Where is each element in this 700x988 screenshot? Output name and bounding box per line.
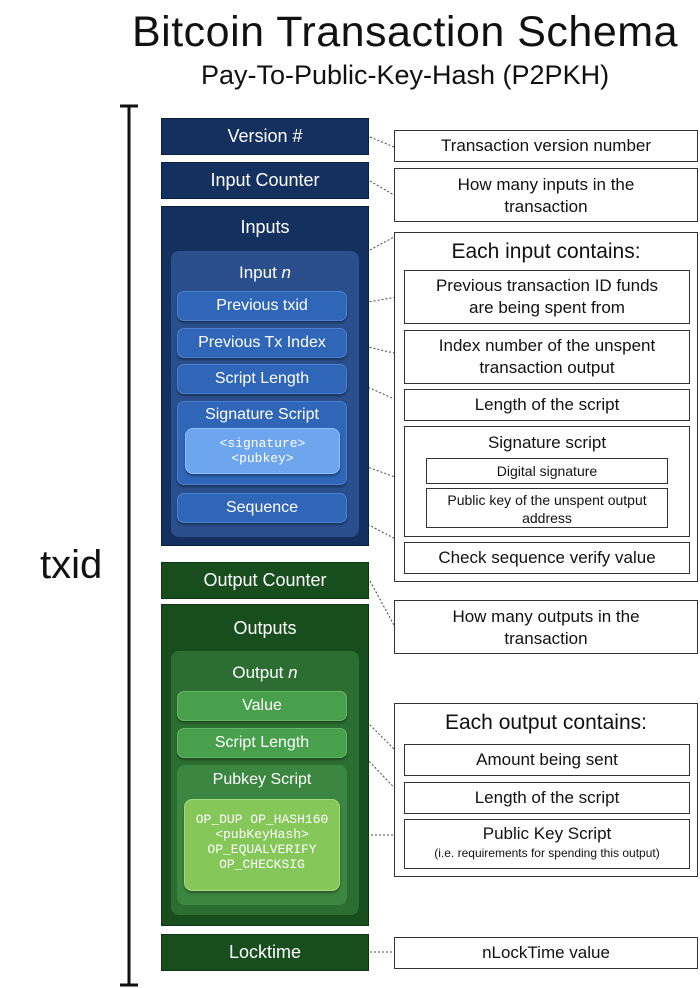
- diagram-title: Bitcoin Transaction Schema: [132, 8, 678, 56]
- input-n-group: Input n Previous txid Previous Tx Index …: [171, 251, 359, 537]
- txid-label: txid: [40, 543, 103, 587]
- pubkey-script-field: Pubkey Script OP_DUP OP_HASH160 <pubKeyH…: [177, 765, 347, 905]
- outputs-label: Outputs: [233, 618, 297, 638]
- script-line: OP_EQUALVERIFY: [207, 842, 317, 857]
- previous-tx-index-field: Previous Tx Index: [177, 328, 347, 358]
- sequence-description: Check sequence verify value: [404, 542, 690, 574]
- input-counter-field: Input Counter: [161, 162, 369, 199]
- signature-script-description: Signature script Digital signature Publi…: [404, 426, 690, 537]
- locktime-description: nLockTime value: [394, 937, 698, 969]
- script-length-in-field: Script Length: [177, 364, 347, 394]
- diagram-subtitle: Pay-To-Public-Key-Hash (P2PKH): [200, 60, 610, 90]
- script-length-out-description: Length of the script: [404, 782, 690, 814]
- script-length-out-label: Script Length: [214, 734, 310, 751]
- output-counter-field: Output Counter: [161, 562, 369, 599]
- pubkey-script-content: OP_DUP OP_HASH160 <pubKeyHash> OP_EQUALV…: [184, 799, 340, 891]
- sequence-label: Sequence: [225, 499, 299, 516]
- version-field: Version #: [161, 118, 369, 155]
- previous-txid-field: Previous txid: [177, 291, 347, 321]
- output-counter-label: Output Counter: [203, 570, 327, 590]
- output-n-index: n: [288, 663, 298, 682]
- signature-script-field: Signature Script <signature> <pubkey>: [177, 401, 347, 485]
- output-details-header: Each output contains:: [445, 711, 647, 734]
- value-label: Value: [242, 697, 282, 714]
- locktime-label: Locktime: [228, 942, 302, 962]
- locktime-field: Locktime: [161, 934, 369, 971]
- pubkey-script-description: Public Key Script (i.e. requirements for…: [404, 819, 690, 869]
- output-n-label: Output n: [232, 663, 298, 682]
- previous-tx-index-description: Index number of the unspent transaction …: [404, 330, 690, 384]
- value-field: Value: [177, 691, 347, 721]
- output-n-group: Output n Value Script Length Pubkey Scri…: [171, 651, 359, 915]
- sequence-field: Sequence: [177, 493, 347, 523]
- input-counter-description: How many inputs in the transaction: [394, 168, 698, 222]
- script-line: <pubKeyHash>: [215, 827, 309, 842]
- input-details-panel: Each input contains: Previous transactio…: [394, 232, 698, 582]
- pubkey-placeholder: <pubkey>: [231, 451, 294, 466]
- version-description: Transaction version number: [394, 130, 698, 162]
- outputs-section: Outputs Output n Value Script Length Pub…: [161, 604, 369, 926]
- input-counter-label: Input Counter: [210, 170, 320, 190]
- signature-placeholder: <signature>: [219, 436, 306, 451]
- inputs-label: Inputs: [240, 217, 290, 237]
- previous-tx-index-label: Previous Tx Index: [198, 334, 326, 351]
- previous-txid-description: Previous transaction ID funds are being …: [404, 270, 690, 324]
- script-length-in-label: Script Length: [214, 370, 310, 387]
- version-label: Version #: [227, 126, 303, 146]
- script-line: OP_DUP OP_HASH160: [195, 812, 329, 827]
- input-n-label: Input n: [238, 263, 291, 282]
- inputs-section: Inputs Input n Previous txid Previous Tx…: [161, 206, 369, 546]
- script-length-in-description: Length of the script: [404, 389, 690, 421]
- signature-script-content: <signature> <pubkey>: [185, 428, 340, 474]
- pubkey-script-label: Pubkey Script: [212, 771, 312, 788]
- value-description: Amount being sent: [404, 744, 690, 776]
- output-details-panel: Each output contains: Amount being sent …: [394, 703, 698, 877]
- input-details-header: Each input contains:: [451, 240, 641, 263]
- digital-signature-description: Digital signature: [426, 458, 668, 484]
- public-key-description: Public key of the unspent output address: [426, 488, 668, 528]
- signature-script-label: Signature Script: [205, 406, 319, 423]
- output-counter-description: How many outputs in the transaction: [394, 600, 698, 654]
- script-line: OP_CHECKSIG: [219, 857, 305, 872]
- script-length-out-field: Script Length: [177, 728, 347, 758]
- input-n-index: n: [281, 263, 291, 282]
- previous-txid-label: Previous txid: [216, 297, 308, 314]
